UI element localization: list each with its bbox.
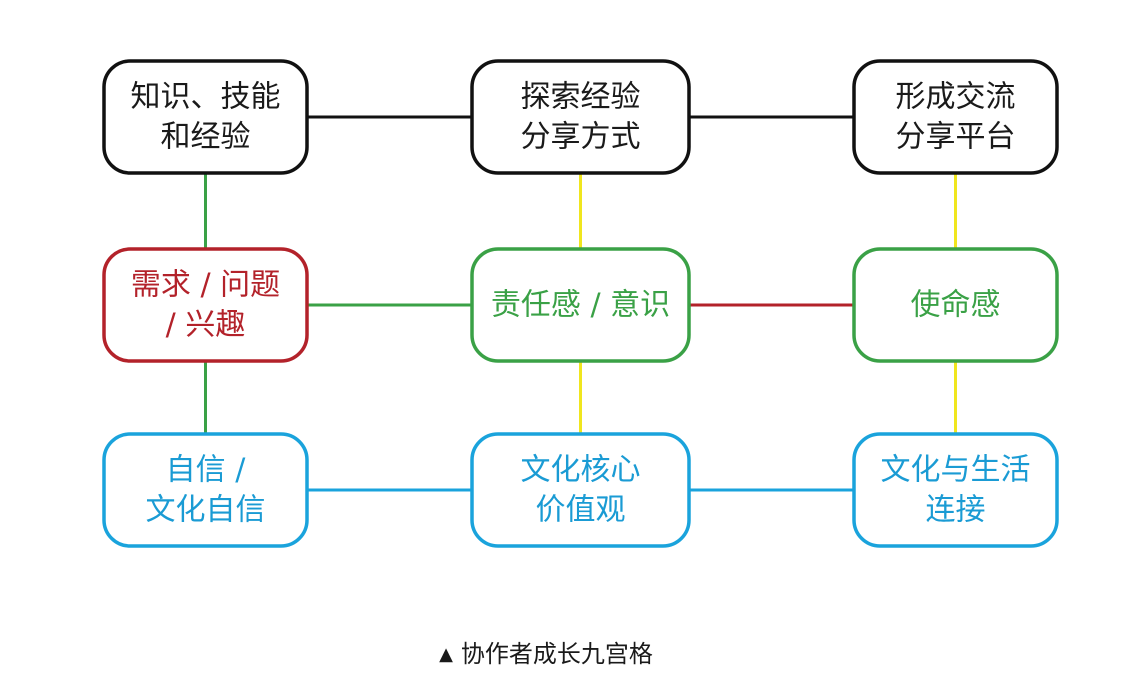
node-label-line: 文化与生活: [881, 453, 1031, 488]
grid-node-n20: 自信 / 文化自信: [102, 432, 309, 548]
figure-caption: ▲ 协作者成长九宫格: [0, 634, 1092, 669]
node-label-line: 形成交流: [896, 80, 1016, 115]
node-box: [470, 432, 691, 548]
node-label-line: 知识、技能: [131, 80, 281, 115]
node-label-line: 责任感 / 意识: [491, 288, 670, 323]
grid-node-n11: 责任感 / 意识: [470, 247, 691, 363]
node-box: [470, 247, 691, 363]
node-box: [852, 432, 1059, 548]
node-box: [102, 59, 309, 175]
node-label-line: 连接: [926, 493, 986, 528]
node-label-line: 探索经验: [521, 80, 641, 115]
node-box: [470, 59, 691, 175]
node-label-line: 分享平台: [896, 120, 1016, 155]
grid-node-n10: 需求 / 问题 / 兴趣: [102, 247, 309, 363]
node-label-line: 需求 / 问题: [131, 268, 280, 303]
node-label-line: 和经验: [161, 120, 251, 155]
node-label-line: 价值观: [536, 493, 626, 528]
node-box: [102, 432, 309, 548]
node-label-line: 自信 /: [166, 453, 247, 488]
node-box: [852, 247, 1059, 363]
node-label-line: 文化自信: [146, 493, 266, 528]
node-box: [102, 247, 309, 363]
triangle-marker-icon: ▲: [439, 644, 453, 665]
node-label-line: / 兴趣: [166, 308, 246, 343]
node-label-line: 分享方式: [521, 120, 641, 155]
caption-text: 协作者成长九宫格: [460, 640, 653, 668]
grid-node-n12: 使命感: [852, 247, 1059, 363]
node-label-line: 使命感: [911, 288, 1001, 323]
node-label-line: 文化核心: [521, 453, 641, 488]
node-box: [852, 59, 1059, 175]
